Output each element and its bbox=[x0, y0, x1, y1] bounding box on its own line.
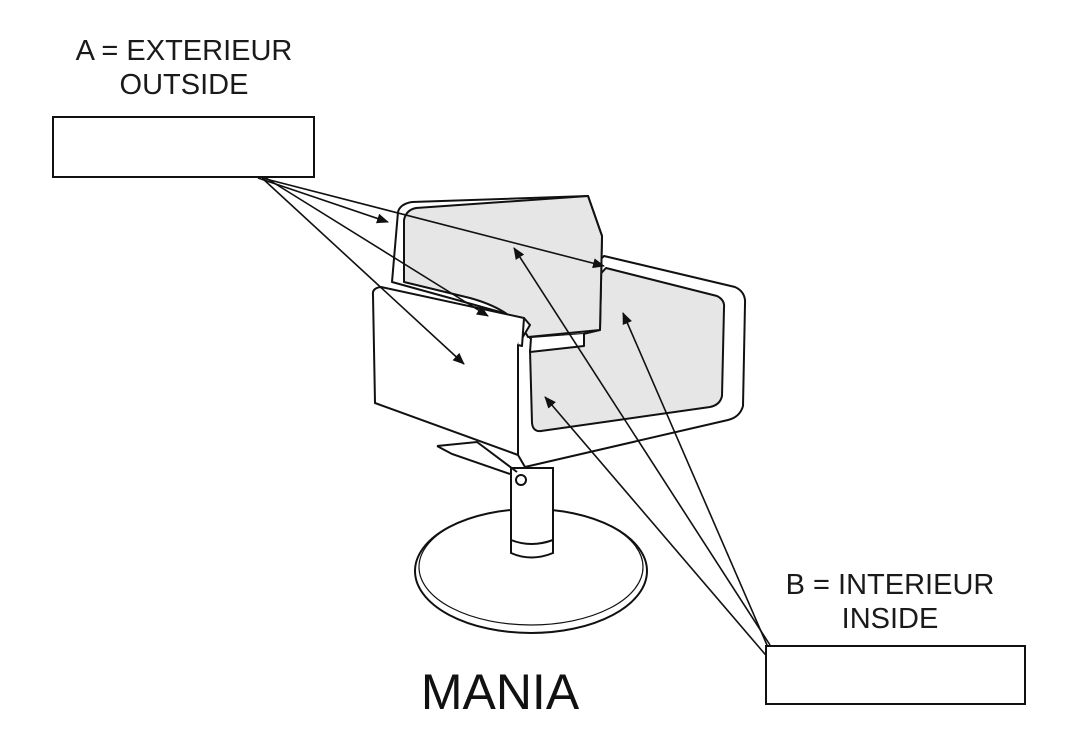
interior-label-line1: B = INTERIEUR bbox=[785, 569, 995, 601]
exterior-label-line2: OUTSIDE bbox=[119, 69, 249, 101]
interior-label: B = INTERIEUR INSIDE bbox=[752, 568, 1028, 636]
exterior-box bbox=[52, 116, 315, 178]
pump-pedal bbox=[436, 440, 527, 486]
left-arm bbox=[371, 286, 531, 456]
interior-box bbox=[765, 645, 1026, 705]
exterior-label: A = EXTERIEUR OUTSIDE bbox=[52, 34, 316, 102]
chair-column bbox=[510, 467, 554, 559]
exterior-label-line1: A = EXTERIEUR bbox=[75, 35, 293, 67]
model-name: MANIA bbox=[420, 664, 580, 720]
arrows-interior bbox=[513, 247, 771, 661]
arrows-exterior bbox=[257, 177, 605, 365]
interior-label-line2: INSIDE bbox=[841, 603, 939, 635]
